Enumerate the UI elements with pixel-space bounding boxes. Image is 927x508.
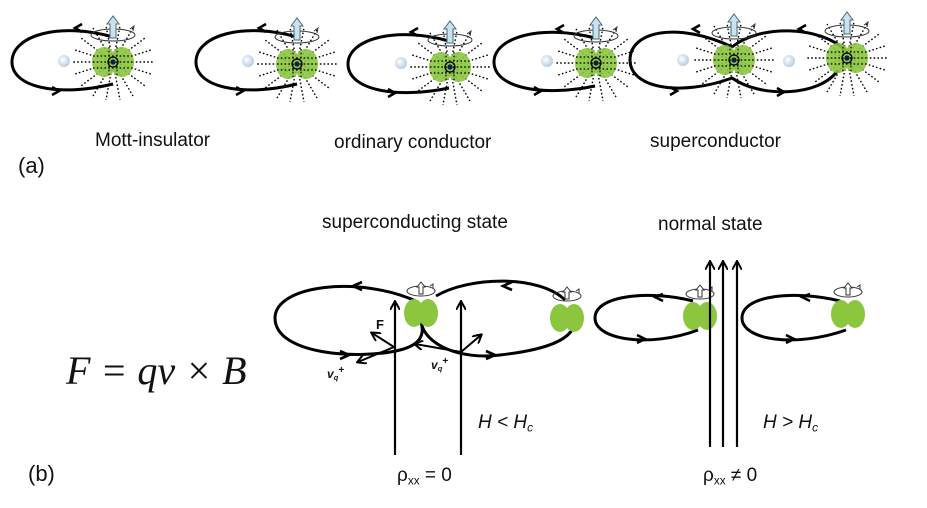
normal-state-title: normal state [658, 214, 763, 235]
velocity-arrow [358, 346, 395, 362]
field-condition-superconducting: H < Hc [478, 412, 533, 435]
resistivity-normal: ρxx ≠ 0 [703, 465, 758, 488]
resistivity-superconducting: ρxx = 0 [397, 465, 452, 488]
velocity-label: vq+ [327, 365, 345, 383]
caption-ordinary-conductor: ordinary conductor [334, 132, 492, 153]
ordinary-conductor-unit-2 [492, 16, 637, 102]
mott-insulator-unit-1 [10, 15, 154, 101]
caption-mott-insulator: Mott-insulator [95, 130, 211, 151]
superconductor-unit [628, 11, 888, 99]
velocity-arrow [415, 344, 462, 353]
electron-orbit [10, 29, 114, 92]
panel-a-label: (a) [18, 153, 45, 178]
mott-insulator-unit-2 [194, 17, 338, 103]
force-arrow [460, 335, 481, 353]
electron-cloud-icon [72, 15, 154, 101]
force-label: F [376, 317, 384, 332]
velocity-label: vq+ [431, 356, 449, 374]
field-condition-normal: H > Hc [763, 412, 818, 435]
superconducting-state-diagram [273, 279, 585, 455]
superconducting-state-title: superconducting state [322, 212, 508, 233]
caption-superconductor: superconductor [650, 131, 781, 152]
electron-cloud-icon [403, 281, 439, 328]
normal-state-diagram [593, 262, 866, 447]
ordinary-conductor-unit-1 [346, 20, 491, 106]
lorentz-force-equation: F = qv × B [66, 348, 247, 393]
force-arrow [372, 333, 395, 348]
proton-icon [58, 55, 70, 67]
panel-b-label: (b) [28, 461, 55, 486]
